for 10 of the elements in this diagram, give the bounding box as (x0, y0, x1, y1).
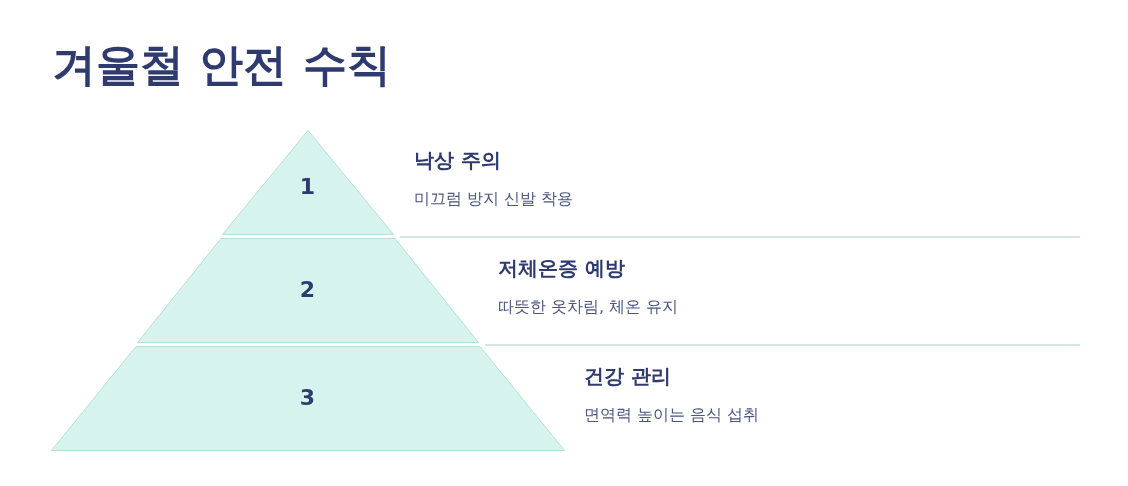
tier-description: 면역력 높이는 음식 섭취 (584, 405, 760, 426)
tier-number: 3 (299, 384, 317, 410)
tier-number: 2 (299, 276, 317, 302)
tier-heading: 저체온증 예방 (498, 255, 625, 282)
tier-heading: 건강 관리 (584, 363, 671, 390)
tier-description: 미끄럼 방지 신발 착용 (414, 189, 574, 210)
tier-heading: 낙상 주의 (414, 147, 501, 174)
title: 겨울철 안전 수칙 (52, 38, 391, 92)
tier-number: 1 (299, 173, 317, 199)
tier-description: 따뜻한 옷차림, 체온 유지 (498, 297, 679, 318)
